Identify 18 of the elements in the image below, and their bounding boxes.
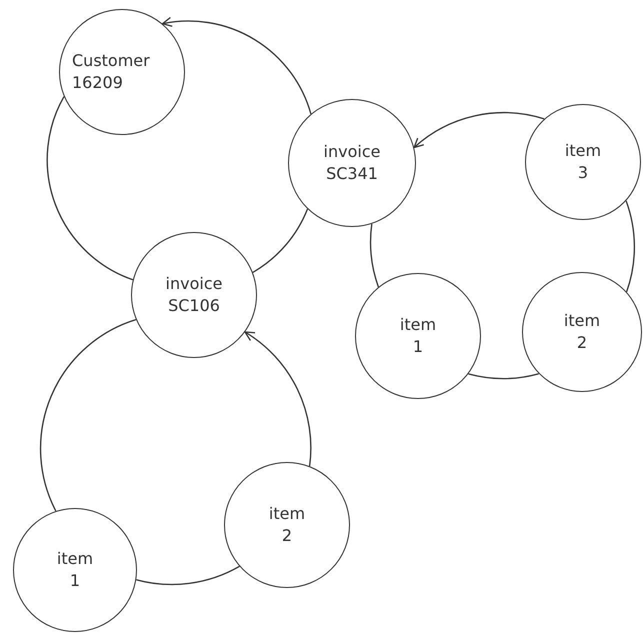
connector-line [468,373,539,380]
connector-line [46,96,134,280]
connector-line [625,200,636,292]
node-label: item 2 [268,503,306,547]
arrow [413,112,544,148]
node-label: invoice SC106 [164,273,224,317]
node-label: item 1 [398,314,438,358]
connector-line [40,319,136,512]
node-label: item 2 [562,310,602,354]
arrow [244,331,312,466]
connector-line [136,566,240,586]
connector-line [370,224,380,288]
node-label: invoice SC341 [322,141,382,185]
node-label: Customer 16209 [72,50,151,94]
arrow [162,17,312,114]
connector-line [252,208,308,273]
node-label: item 1 [56,548,94,592]
node-label: item 3 [564,140,602,184]
